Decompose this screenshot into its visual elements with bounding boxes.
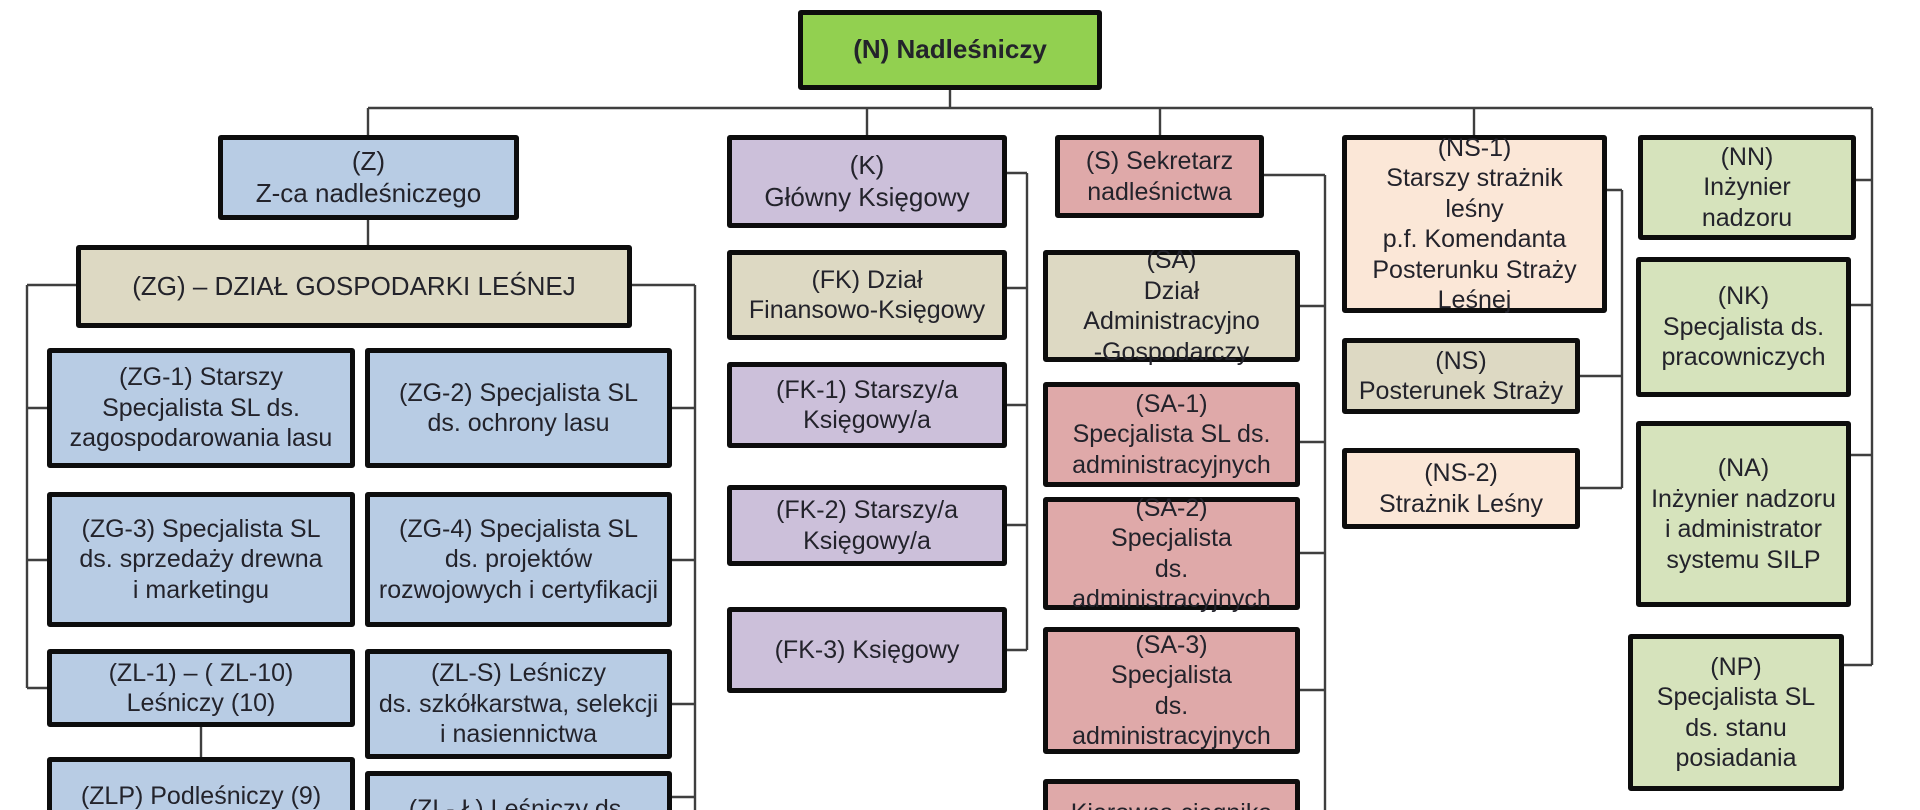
node-sa2: (SA-2) Specjalista ds. administracyjnych xyxy=(1043,494,1300,613)
node-ns2: (NS-2) Strażnik Leśny xyxy=(1342,448,1580,529)
node-fk2: (FK-2) Starszy/a Księgowy/a xyxy=(727,485,1007,566)
node-na: (NA) Inżynier nadzoru i administrator sy… xyxy=(1636,421,1851,607)
node-nk: (NK) Specjalista ds. pracowniczych xyxy=(1636,257,1851,397)
node-ns: (NS) Posterunek Straży xyxy=(1342,338,1580,414)
node-n: (N) Nadleśniczy xyxy=(798,10,1102,90)
node-zg2: (ZG-2) Specjalista SL ds. ochrony lasu xyxy=(365,348,672,468)
node-zl: (ZL-1) – ( ZL-10) Leśniczy (10) xyxy=(47,649,355,727)
node-zg3: (ZG-3) Specjalista SL ds. sprzedaży drew… xyxy=(47,492,355,627)
node-zls: (ZL-S) Leśniczy ds. szkółkarstwa, selekc… xyxy=(365,649,672,759)
node-nn: (NN) Inżynier nadzoru xyxy=(1638,135,1856,240)
node-k: (K) Główny Księgowy xyxy=(727,135,1007,228)
node-sa1: (SA-1) Specjalista SL ds. administracyjn… xyxy=(1043,382,1300,487)
node-np: (NP) Specjalista SL ds. stanu posiadania xyxy=(1628,634,1844,791)
node-z: (Z) Z-ca nadleśniczego xyxy=(218,135,519,220)
node-zg: (ZG) – DZIAŁ GOSPODARKI LEŚNEJ xyxy=(76,245,632,328)
node-fk3: (FK-3) Księgowy xyxy=(727,607,1007,693)
node-zlp: (ZLP) Podleśniczy (9) xyxy=(47,757,355,810)
node-fk1: (FK-1) Starszy/a Księgowy/a xyxy=(727,362,1007,448)
node-zg1: (ZG-1) Starszy Specjalista SL ds. zagosp… xyxy=(47,348,355,468)
node-kierowca: Kierowca ciągnika (1) xyxy=(1043,779,1300,810)
node-ns1: (NS-1) Starszy strażnik leśny p.f. Komen… xyxy=(1342,134,1607,314)
node-zl-l: (ZL- Ł) Leśniczy ds. xyxy=(365,771,672,810)
node-sa3: (SA-3) Specjalista ds. administracyjnych xyxy=(1043,627,1300,754)
node-zg4: (ZG-4) Specjalista SL ds. projektów rozw… xyxy=(365,492,672,627)
node-s: (S) Sekretarz nadleśnictwa xyxy=(1055,135,1264,218)
node-sa: (SA) Dział Administracyjno -Gospodarczy xyxy=(1043,246,1300,366)
node-fk: (FK) Dział Finansowo-Księgowy xyxy=(727,250,1007,340)
